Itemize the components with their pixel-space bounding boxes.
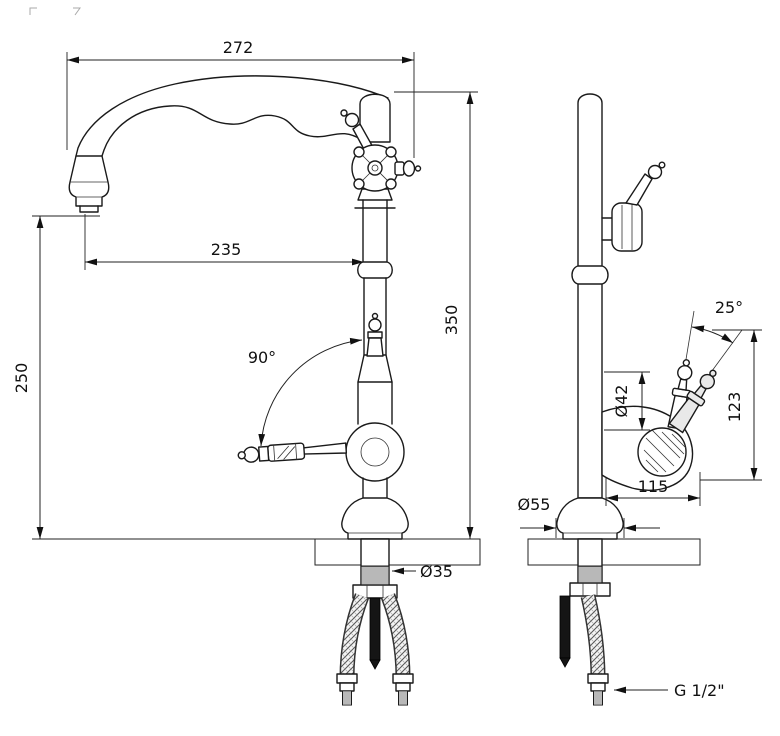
dimension-lever-angle: 25° [691,298,743,344]
dimension-total-height: 350 [394,91,478,539]
shank-front [352,538,398,599]
faucet-base [341,477,409,540]
mounting-stud-front [369,597,381,670]
dia-35-label: Ø35 [420,562,453,581]
dim-123-label: 123 [725,392,744,423]
hose-left-fitting [336,673,358,706]
lever-handle-upright [366,312,384,357]
hose-right-fitting [392,673,414,706]
spout-aerator [68,155,110,213]
hose-fitting-side [587,673,609,706]
dia-55-label: Ø55 [518,495,551,514]
angle-90-label: 90° [248,348,276,367]
dimension-lever-height: 123 [700,329,762,481]
dia-42-label: Ø42 [612,385,631,418]
dim-350-label: 350 [442,305,461,336]
dimension-hole-diameter: Ø35 [392,562,453,581]
shank-side [569,538,611,597]
lever-position-open [668,369,717,434]
crosshead-handle [340,109,399,192]
dimensions: 272 235 250 350 90° Ø35 25° [12,38,762,700]
faucet-base-side [556,497,624,540]
dimension-spout-reach: 235 [84,214,364,270]
lever-handle-horizontal [237,442,348,463]
dimension-connection-thread: G 1/2" [614,681,725,700]
dimension-base-diameter: Ø55 [518,495,660,538]
faucet-body [354,93,396,425]
crosshead-handle-side [601,161,666,252]
dimension-overall-width: 272 [66,38,415,158]
dim-235-label: 235 [211,240,242,259]
countertop-side [527,538,701,566]
countertop-front [314,538,481,566]
dim-115-label: 115 [638,477,669,496]
mounting-stud-side [559,595,571,668]
body-column-side [571,93,609,499]
dimension-body-diameter: Ø42 [604,371,650,431]
dimension-handle-swing: 90° [248,337,363,447]
side-knob [394,160,422,177]
supply-hose-side [580,594,609,706]
front-view [68,75,481,706]
dimension-body-depth: 115 [605,472,701,506]
corner-marks [29,7,81,16]
angle-25-label: 25° [715,298,743,317]
dim-272-label: 272 [223,38,254,57]
dim-250-label: 250 [12,363,31,394]
supply-hoses-front [336,593,414,706]
dimension-spout-height: 250 [12,215,315,540]
side-view [527,93,743,706]
valve-body [345,422,405,482]
mounting-nut-side [569,582,611,597]
spout [75,75,389,157]
thread-label: G 1/2" [674,681,725,700]
